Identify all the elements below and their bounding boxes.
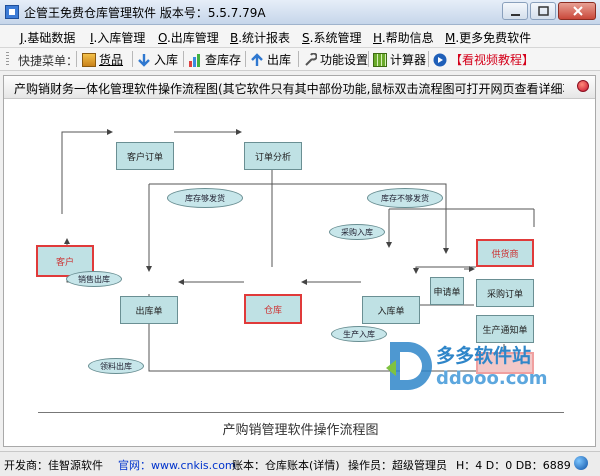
- toolbar-video-tutorial-button[interactable]: 【看视频教程】: [433, 51, 534, 68]
- flow-box-warehouse[interactable]: 仓库: [244, 294, 302, 324]
- wrench-icon: [305, 52, 317, 66]
- menu-inbound[interactable]: I.入库管理: [90, 31, 146, 45]
- play-icon: [433, 53, 447, 66]
- toolbar-separator: [76, 51, 77, 67]
- flow-ellipse-material-out[interactable]: 领料出库: [88, 358, 144, 374]
- toolbar-goods-button[interactable]: 货品: [82, 51, 123, 68]
- toolbar-calculator-button[interactable]: 计算器: [373, 51, 426, 68]
- window-title: 企管王免费仓库管理软件 版本号：5.5.7.79A: [24, 6, 266, 20]
- toolbar-separator: [245, 51, 246, 67]
- menu-bar: J.基础数据 I.入库管理 O.出库管理 B.统计报表 S.系统管理 H.帮助信…: [0, 25, 600, 48]
- flow-box-outbound-note[interactable]: 出库单: [120, 296, 178, 324]
- menu-system[interactable]: S.系统管理: [302, 31, 362, 45]
- website-link[interactable]: www.cnkis.com: [151, 459, 236, 472]
- window-titlebar: 企管王免费仓库管理软件 版本号：5.5.7.79A: [0, 0, 600, 25]
- flow-box-order-analysis[interactable]: 订单分析: [244, 142, 302, 170]
- menu-help[interactable]: H.帮助信息: [373, 31, 434, 45]
- menu-reports[interactable]: B.统计报表: [230, 31, 291, 45]
- watermark-brand: 多多软件站: [436, 345, 532, 367]
- toolbar-settings-button[interactable]: 功能设置: [303, 51, 368, 68]
- toolbar-label: 快捷菜单：: [18, 54, 79, 68]
- app-icon: [5, 5, 19, 19]
- panel-header: 产购销财务一体化管理软件操作流程图(其它软件只有其中部份功能,鼠标双击流程图可打…: [4, 76, 595, 99]
- globe-icon[interactable]: [574, 456, 588, 470]
- status-developer: 开发商：佳智源软件: [4, 459, 103, 472]
- arrow-up-icon: [251, 52, 263, 66]
- flow-ellipse-stock-enough[interactable]: 库存够发货: [167, 188, 243, 208]
- toolbar-outbound-button[interactable]: 出库: [250, 51, 291, 68]
- flow-ellipse-production-in[interactable]: 生产入库: [331, 326, 387, 342]
- panel-close-icon[interactable]: [577, 80, 589, 92]
- status-website: 官网：www.cnkis.com: [118, 459, 236, 472]
- menu-outbound[interactable]: O.出库管理: [158, 31, 219, 45]
- caption-divider: [38, 412, 564, 413]
- flow-box-purchase-order[interactable]: 采购订单: [476, 279, 534, 307]
- toolbar-separator: [428, 51, 429, 67]
- panel-title: 产购销财务一体化管理软件操作流程图(其它软件只有其中部份功能,鼠标双击流程图可打…: [14, 82, 564, 96]
- flowchart-panel: 产购销财务一体化管理软件操作流程图(其它软件只有其中部份功能,鼠标双击流程图可打…: [3, 75, 596, 447]
- status-operator: 操作员：超级管理员: [348, 459, 447, 472]
- calculator-icon: [373, 52, 387, 67]
- flow-box-supplier[interactable]: 供货商: [476, 239, 534, 267]
- toolbar-separator: [183, 51, 184, 67]
- toolbar-separator: [298, 51, 299, 67]
- arrow-down-icon: [138, 53, 150, 67]
- flow-ellipse-purchase-in[interactable]: 采购入库: [329, 224, 385, 240]
- status-bar: 开发商：佳智源软件 官网：www.cnkis.com 账本：仓库账本(详情) 操…: [0, 451, 600, 476]
- maximize-button[interactable]: [530, 2, 556, 20]
- status-account: 账本：仓库账本(详情): [232, 459, 340, 472]
- flowchart[interactable]: 客户订单 订单分析 客户 出库单 仓库 入库单 申请单 采购订单 供货商 生产通…: [4, 99, 595, 446]
- bar-chart-icon: [189, 53, 200, 67]
- window-controls: [502, 2, 596, 20]
- flow-ellipse-sales-out[interactable]: 销售出库: [66, 271, 122, 287]
- flow-box-production[interactable]: [476, 352, 534, 374]
- flow-box-customer-order[interactable]: 客户订单: [116, 142, 174, 170]
- status-counts: H：4 D：0 DB：6889: [456, 459, 571, 472]
- watermark-url: ddooo.com: [436, 368, 548, 389]
- menu-basic-data[interactable]: J.基础数据: [20, 31, 76, 45]
- watermark-logo-icon: [386, 342, 432, 390]
- flow-box-production-notice[interactable]: 生产通知单: [476, 315, 534, 343]
- menu-more-free[interactable]: M.更多免费软件: [445, 31, 532, 45]
- maximize-icon: [538, 6, 549, 16]
- close-icon: [573, 6, 583, 16]
- minimize-icon: [511, 14, 520, 16]
- quick-toolbar: 快捷菜单： 货品 入库 查库存 出库 功能设置 计算器 【看视频教程】: [0, 48, 600, 71]
- flow-box-request[interactable]: 申请单: [430, 277, 464, 305]
- flow-box-inbound-note[interactable]: 入库单: [362, 296, 420, 324]
- toolbar-grip[interactable]: [6, 52, 9, 66]
- flow-ellipse-stock-not-enough[interactable]: 库存不够发货: [367, 188, 443, 208]
- toolbar-inbound-button[interactable]: 入库: [137, 51, 178, 68]
- close-button[interactable]: [558, 2, 596, 20]
- goods-icon: [82, 52, 96, 67]
- minimize-button[interactable]: [502, 2, 528, 20]
- toolbar-stock-button[interactable]: 查库存: [188, 51, 241, 68]
- toolbar-separator: [132, 51, 133, 67]
- flowchart-caption: 产购销管理软件操作流程图: [222, 423, 379, 438]
- toolbar-separator: [368, 51, 369, 67]
